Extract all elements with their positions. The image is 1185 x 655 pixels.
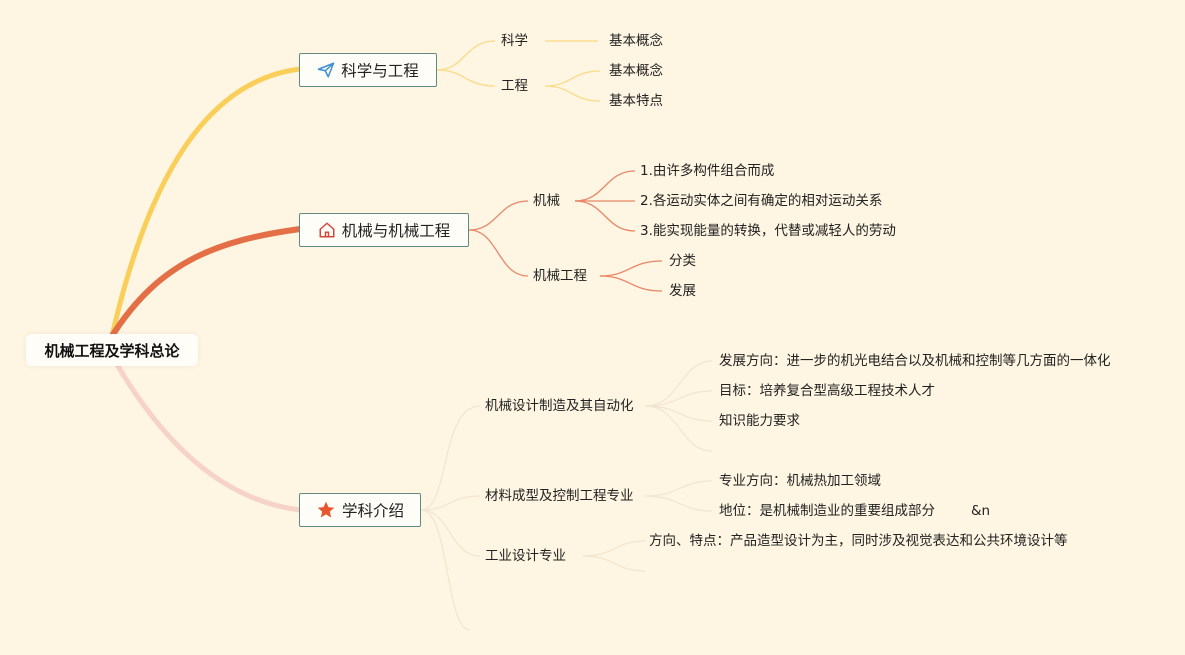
- branch-node-science-engineering[interactable]: 科学与工程: [299, 53, 437, 87]
- connector: [544, 70, 601, 87]
- node-mechanical-engineering[interactable]: 机械工程: [533, 268, 587, 284]
- leaf-node[interactable]: 基本概念: [609, 63, 663, 79]
- connector: [436, 69, 496, 87]
- connector: [599, 260, 663, 277]
- connector: [544, 85, 601, 102]
- connector: [574, 200, 636, 232]
- branch-node-machinery[interactable]: 机械与机械工程: [299, 213, 469, 247]
- node-industrial-design[interactable]: 工业设计专业: [485, 548, 566, 564]
- leaf-node[interactable]: 基本概念: [609, 33, 663, 49]
- main-branch-line-discipline: [109, 353, 303, 513]
- connector: [644, 390, 713, 407]
- leaf-node[interactable]: 专业方向：机械热加工领域: [719, 473, 881, 489]
- connector: [420, 509, 481, 557]
- node-mechanical-design[interactable]: 机械设计制造及其自动化: [485, 398, 634, 414]
- connector: [644, 405, 713, 422]
- connector: [574, 170, 636, 202]
- home-icon: [319, 222, 335, 238]
- connector: [420, 495, 481, 511]
- leaf-node[interactable]: 目标：培养复合型高级工程技术人才: [719, 383, 935, 399]
- leaf-node[interactable]: 分类: [669, 253, 696, 269]
- connector: [644, 480, 713, 497]
- root-node[interactable]: 机械工程及学科总论: [26, 334, 198, 366]
- branch-node-discipline[interactable]: 学科介绍: [299, 493, 421, 527]
- connector: [644, 495, 713, 512]
- branch-node-label: 机械与机械工程: [341, 222, 451, 240]
- node-material-forming[interactable]: 材料成型及控制工程专业: [485, 488, 634, 504]
- node-science[interactable]: 科学: [501, 33, 528, 49]
- leaf-node[interactable]: 知识能力要求: [719, 413, 800, 429]
- leaf-node[interactable]: 地位：是机械制造业的重要组成部分: [719, 503, 935, 519]
- connector: [420, 509, 471, 631]
- connector: [644, 405, 713, 452]
- connector: [468, 229, 529, 277]
- leaf-node[interactable]: 发展方向：进一步的机光电结合以及机械和控制等几方面的一体化: [719, 353, 1111, 369]
- leaf-node[interactable]: &n: [971, 503, 991, 519]
- root-node-label: 机械工程及学科总论: [44, 341, 180, 360]
- node-machine[interactable]: 机械: [533, 193, 560, 209]
- connector: [468, 200, 529, 231]
- leaf-node[interactable]: 方向、特点：产品造型设计为主，同时涉及视觉表达和公共环境设计等: [649, 533, 1068, 549]
- paper-plane-icon: [317, 62, 335, 78]
- node-engineering[interactable]: 工程: [501, 78, 528, 94]
- star-icon: [317, 501, 335, 518]
- connector: [599, 275, 663, 292]
- main-branch-line-machinery: [109, 226, 303, 339]
- connector: [644, 360, 713, 407]
- leaf-node[interactable]: 基本特点: [609, 93, 663, 109]
- leaf-node[interactable]: 3.能实现能量的转换，代替或减轻人的劳动: [640, 223, 896, 239]
- branch-node-label: 学科介绍: [341, 502, 404, 520]
- branch-node-label: 科学与工程: [341, 62, 419, 80]
- connector: [436, 40, 496, 71]
- leaf-node[interactable]: 2.各运动实体之间有确定的相对运动关系: [640, 193, 883, 209]
- connector: [582, 555, 646, 572]
- leaf-node[interactable]: 1.由许多构件组合而成: [640, 163, 775, 179]
- main-branch-line-science: [109, 66, 303, 339]
- connector: [582, 540, 646, 557]
- leaf-node[interactable]: 发展: [669, 283, 696, 299]
- connector: [420, 405, 481, 511]
